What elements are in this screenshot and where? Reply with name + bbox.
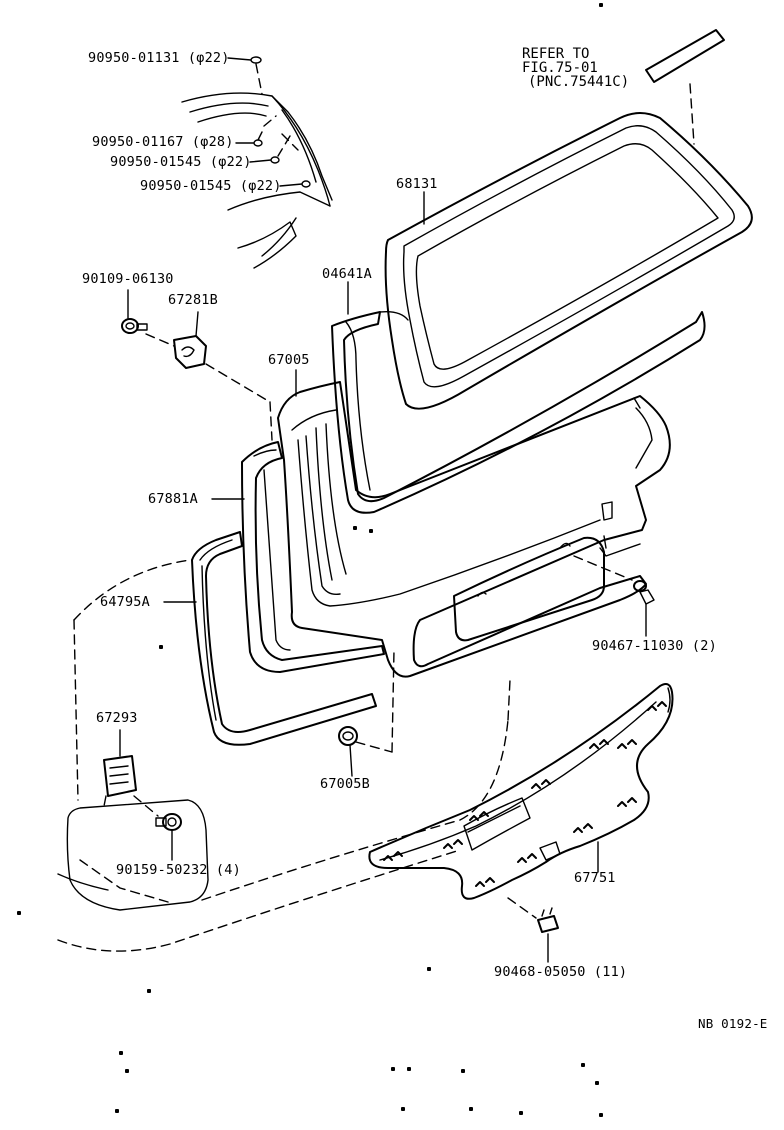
door-trim-board bbox=[368, 683, 674, 900]
reference-note: REFER TO FIG.75-01 (PNC.75441C) bbox=[522, 47, 629, 89]
part-label: 67881A bbox=[148, 491, 198, 507]
hinge-bracket bbox=[145, 311, 273, 441]
part-label: 90159-50232 (4) bbox=[116, 862, 241, 878]
part-label: 68131 bbox=[396, 176, 438, 192]
door-seal bbox=[241, 441, 385, 673]
reference-note-line: REFER TO bbox=[522, 46, 590, 62]
part-label: 90950-01545 (φ22) bbox=[110, 154, 252, 170]
door-weatherstrip bbox=[191, 531, 377, 746]
part-label: 90468-05050 (11) bbox=[494, 964, 628, 980]
screw-fastener bbox=[133, 795, 182, 861]
striker-bracket bbox=[103, 729, 137, 807]
part-label: 64795A bbox=[100, 594, 150, 610]
back-window-glass bbox=[384, 112, 753, 410]
part-label: 90950-01167 (φ28) bbox=[92, 134, 234, 150]
weatherstrip bbox=[331, 310, 706, 514]
trim-clip bbox=[507, 897, 559, 963]
cushion-stopper bbox=[338, 649, 395, 777]
part-label: 67293 bbox=[96, 710, 138, 726]
part-label: 67751 bbox=[574, 870, 616, 886]
body-roof-corner bbox=[181, 92, 333, 269]
part-label: 67281B bbox=[168, 292, 218, 308]
part-label: 90109-06130 bbox=[82, 271, 174, 287]
reference-note-line: (PNC.75441C) bbox=[528, 74, 630, 90]
body-rear-outline bbox=[57, 559, 511, 952]
figure-code: NB 0192-E bbox=[698, 1016, 768, 1031]
part-label: 90950-01545 (φ22) bbox=[140, 178, 282, 194]
part-label: 90467-11030 (2) bbox=[592, 638, 717, 654]
bolt-fastener bbox=[121, 289, 148, 334]
part-label: 90950-01131 (φ22) bbox=[88, 50, 230, 66]
reference-note-line: FIG.75-01 bbox=[522, 60, 598, 76]
part-label: 67005B bbox=[320, 776, 370, 792]
reference-molding bbox=[645, 29, 725, 145]
part-label: 04641A bbox=[322, 266, 372, 282]
back-door-panel bbox=[277, 381, 671, 678]
part-label: 67005 bbox=[268, 352, 310, 368]
clip-fastener bbox=[573, 555, 655, 637]
